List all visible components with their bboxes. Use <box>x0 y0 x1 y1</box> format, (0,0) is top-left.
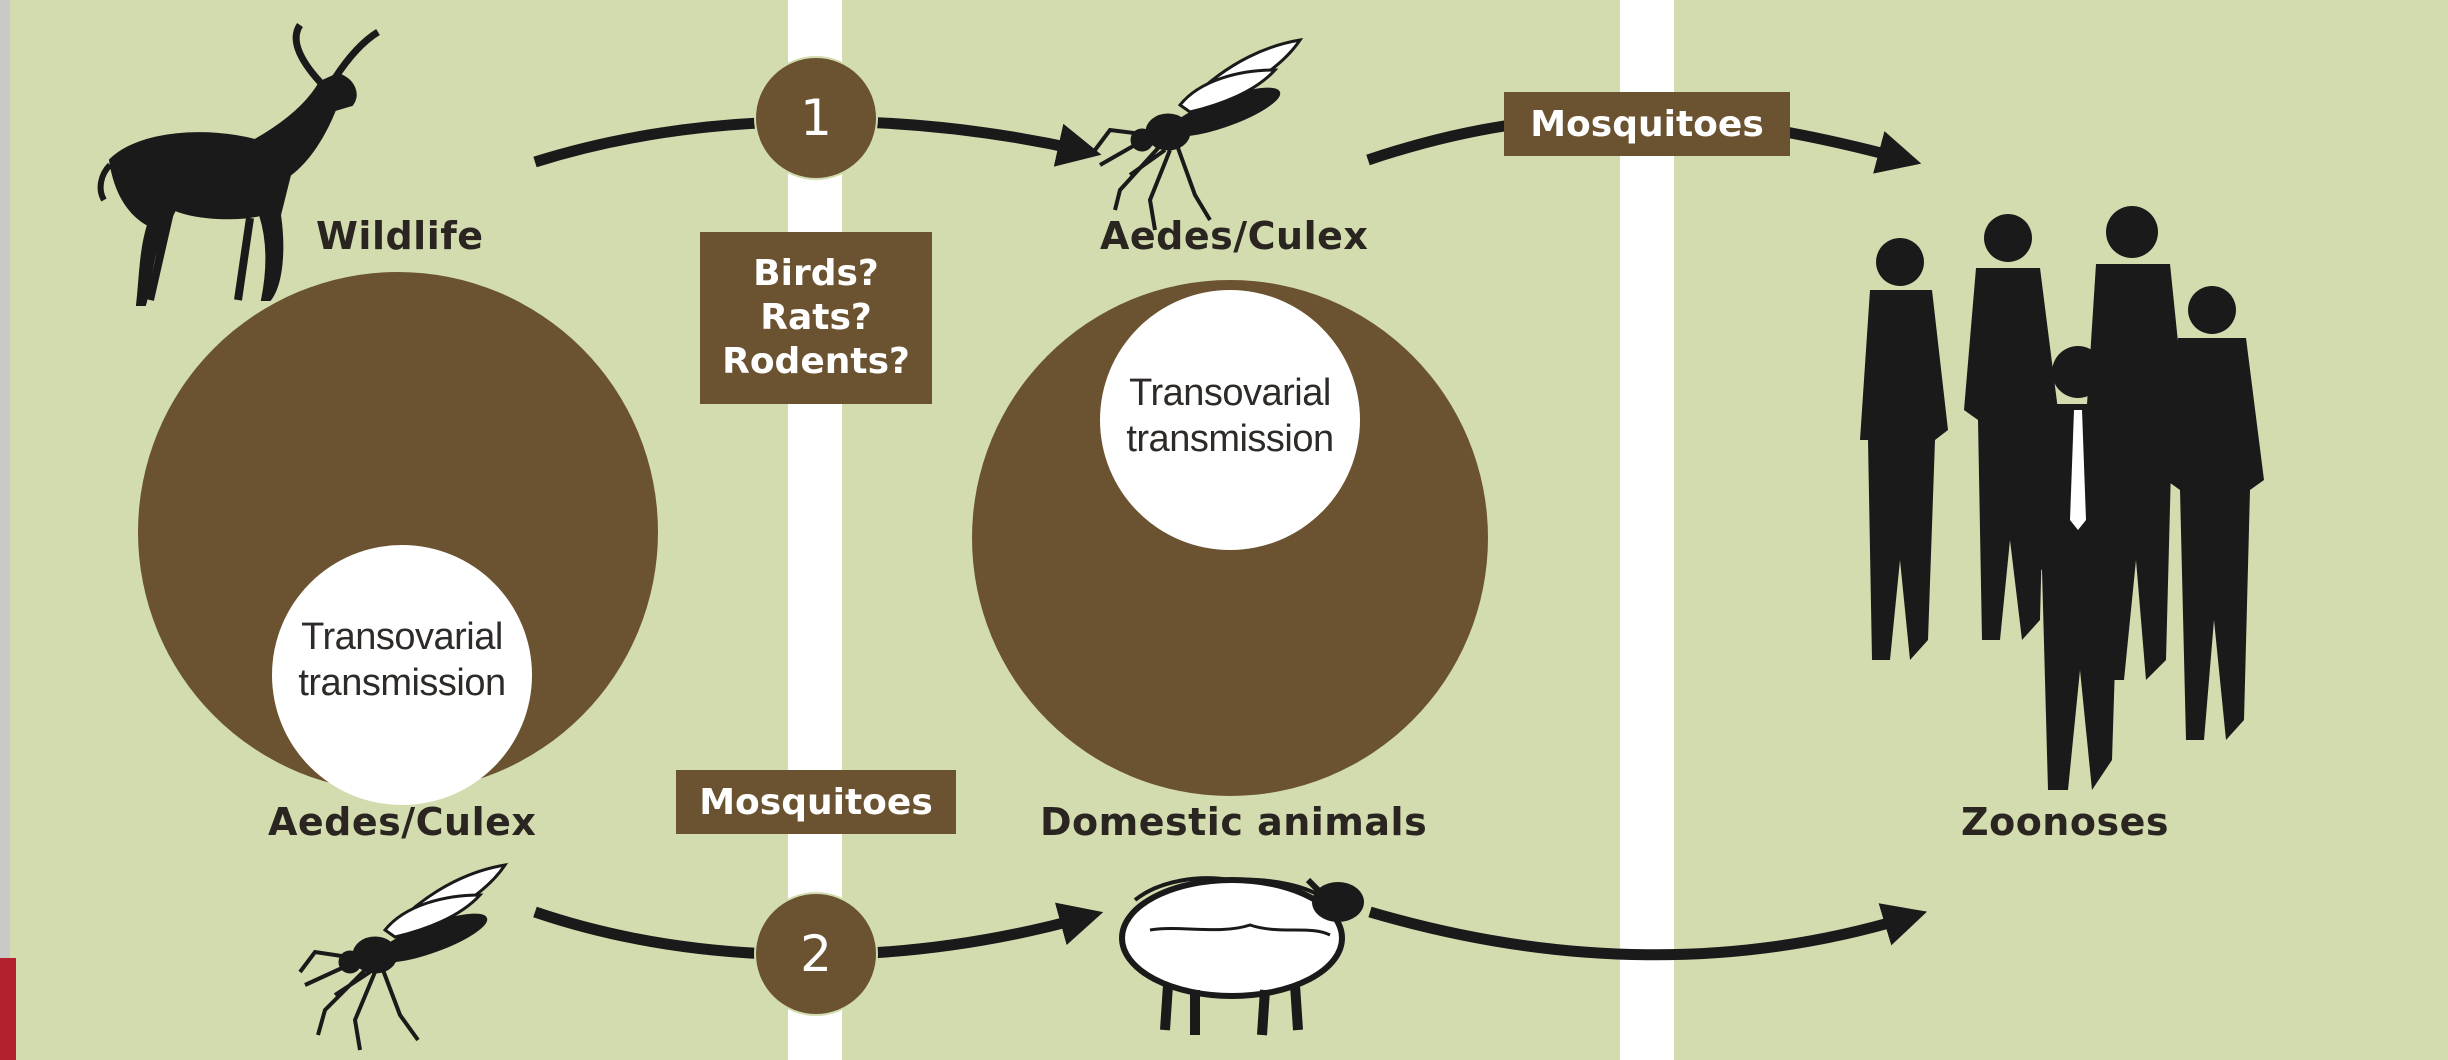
left-transovarial-text: Transovarial transmission <box>272 614 532 706</box>
reservoir-question-tag: Birds? Rats? Rodents? <box>700 232 932 404</box>
mosquitoes-tag-bottom: Mosquitoes <box>676 770 956 834</box>
step-two-badge: 2 <box>754 892 878 1016</box>
mosquito-icon <box>1095 40 1300 230</box>
label-wildlife: Wildlife <box>316 214 476 258</box>
people-group-icon <box>1860 206 2264 790</box>
label-domestic-animals: Domestic animals <box>1040 800 1420 844</box>
reservoir-question-text: Birds? Rats? Rodents? <box>722 252 910 384</box>
arrow-sheep-to-zoonoses <box>1370 912 1906 955</box>
label-aedes-culex-top: Aedes/Culex <box>1100 214 1360 258</box>
mosquito-icon <box>300 865 505 1050</box>
middle-transovarial-text: Transovarial transmission <box>1100 370 1360 462</box>
step-one-badge: 1 <box>754 56 878 180</box>
label-zoonoses: Zoonoses <box>1960 800 2170 844</box>
antelope-icon <box>101 25 378 305</box>
label-aedes-culex-bottom: Aedes/Culex <box>268 800 528 844</box>
sheep-icon <box>1122 878 1364 1035</box>
mosquitoes-tag-top: Mosquitoes <box>1504 92 1790 156</box>
